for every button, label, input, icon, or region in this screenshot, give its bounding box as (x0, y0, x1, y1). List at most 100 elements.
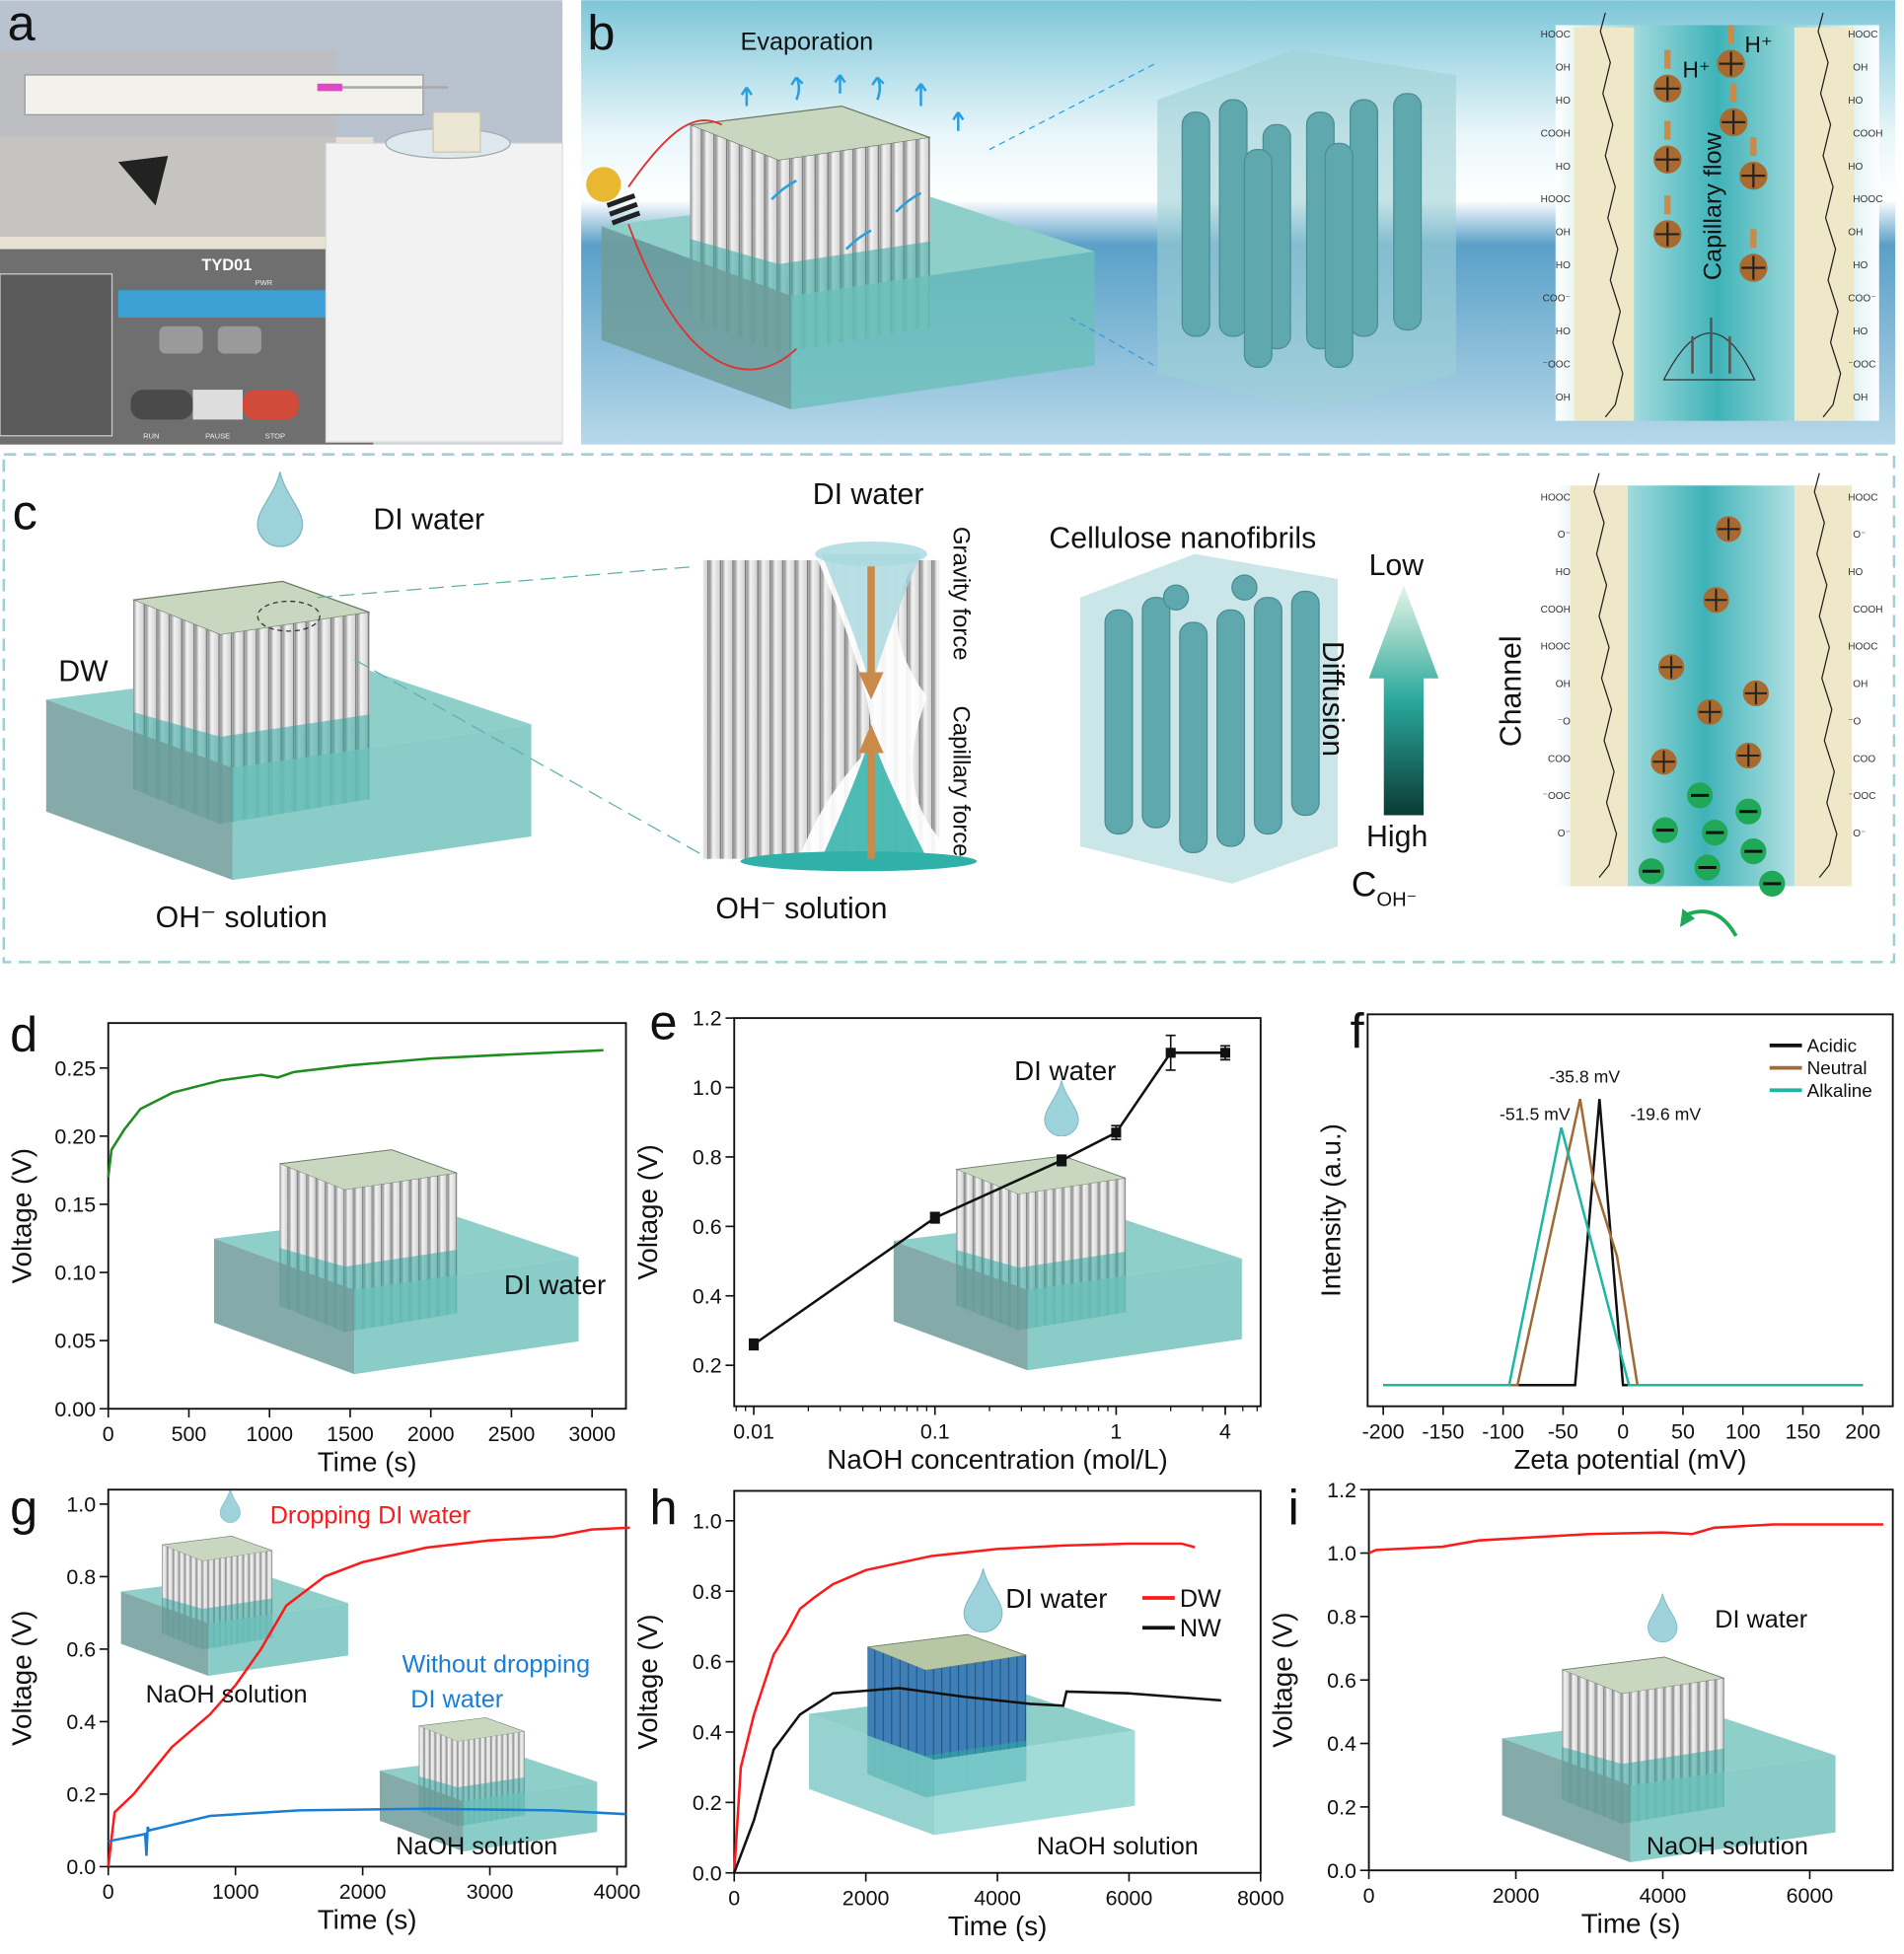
plot-frame (1366, 1013, 1894, 1408)
x-tick-label: 4000 (594, 1880, 641, 1904)
y-tick-label: 0.15 (54, 1194, 96, 1217)
y-axis-label: Intensity (a.u.) (1316, 1123, 1347, 1297)
h-plus-label-2: H⁺ (1745, 32, 1773, 57)
evaporation-arrows (740, 74, 965, 251)
x-tick-label: 1000 (246, 1422, 293, 1446)
panel-label-a: a (8, 0, 37, 51)
y-axis-label: Voltage (V) (7, 1148, 37, 1283)
series-line-voltage (753, 1051, 1226, 1346)
chart-annotation: -19.6 mV (1630, 1105, 1701, 1124)
functional-group-label: COOH (1541, 128, 1571, 139)
c-oh-symbol: C (1352, 866, 1377, 905)
y-tick-label: 0.6 (1327, 1669, 1356, 1693)
x-tick-label: 500 (172, 1422, 207, 1446)
data-point (1057, 1155, 1067, 1166)
x-axis-label: Time (s) (318, 1905, 417, 1935)
functional-group-label: HO (1848, 567, 1863, 578)
panel-label-d: d (10, 1006, 37, 1062)
panel-label-f: f (1351, 1002, 1365, 1058)
gravity-force-label: Gravity force (947, 527, 974, 661)
x-tick-label: 0.1 (920, 1419, 950, 1443)
sample-cube (432, 111, 481, 153)
y-tick-label: 0.8 (693, 1146, 722, 1170)
y-tick-label: 0.00 (54, 1398, 96, 1421)
y-tick-label: 0.6 (693, 1650, 722, 1674)
x-tick-label: 2000 (842, 1887, 890, 1911)
data-point (929, 1212, 940, 1223)
nanofibril-cube-c (1079, 553, 1339, 884)
inset-device-d (213, 1149, 579, 1375)
y-tick-label: 0.8 (66, 1565, 96, 1589)
water-drop-icon-g (219, 1488, 241, 1523)
stop-label: STOP (265, 431, 285, 440)
y-tick-label: 0.0 (1327, 1859, 1356, 1883)
chart-annotation: NaOH solution (146, 1681, 308, 1708)
functional-group-label: HO (1556, 326, 1571, 337)
x-axis-label: Zeta potential (mV) (1513, 1444, 1746, 1475)
x-tick-label: 3000 (467, 1880, 514, 1904)
y-tick-label: 1.2 (1327, 1479, 1356, 1502)
x-tick-label: 4000 (974, 1887, 1021, 1911)
pause-label: PAUSE (205, 431, 230, 440)
diffusion-gradient-arrow (1368, 585, 1439, 816)
y-tick-label: 0.4 (693, 1284, 722, 1308)
y-axis-label: Voltage (V) (632, 1614, 663, 1749)
pause-button (192, 390, 243, 420)
functional-group-label: COO⁻ (1848, 294, 1875, 305)
functional-group-label: ⁻O (1848, 716, 1861, 727)
x-tick-label: -50 (1548, 1419, 1578, 1443)
chart-annotation: NaOH solution (1037, 1833, 1199, 1860)
foam-block (325, 142, 563, 443)
functional-group-label: HOOC (1848, 492, 1877, 503)
x-axis-label: Time (s) (948, 1911, 1048, 1941)
panel-label-g: g (10, 1480, 37, 1536)
functional-group-label: COO (1548, 754, 1571, 764)
functional-group-label: HOOC (1853, 194, 1882, 205)
y-tick-label: 0.4 (693, 1721, 722, 1745)
panel-c: c DI water DW OH⁻ solution DI water Grav… (2, 453, 1896, 964)
functional-group-label: OH (1848, 228, 1863, 239)
functional-group-label: ⁻OOC (1848, 359, 1875, 370)
legend-label: DW (1180, 1585, 1221, 1613)
legend-label: NW (1180, 1615, 1221, 1642)
chart-annotation: DI water (1005, 1583, 1107, 1614)
panel-a-photo: TYD01 PWR RUN PAUSE STOP a (0, 0, 563, 445)
legend-label: Acidic (1807, 1037, 1857, 1057)
functional-group-label: OH (1556, 680, 1571, 690)
functional-group-label: COO⁻ (1543, 294, 1571, 305)
functional-group-label: O⁻ (1853, 829, 1866, 839)
x-axis-label: Time (s) (318, 1446, 417, 1477)
x-tick-label: -100 (1482, 1419, 1524, 1443)
di-water-label-mid: DI water (813, 478, 924, 511)
nanofibril-cube (1157, 49, 1456, 411)
stop-button (242, 390, 299, 420)
functional-group-label: ⁻OOC (1543, 791, 1571, 802)
panel-label-h: h (649, 1480, 677, 1536)
y-axis-label: Voltage (V) (1267, 1613, 1297, 1748)
x-tick-label: 1500 (327, 1422, 374, 1446)
y-tick-label: 0.25 (54, 1056, 96, 1080)
y-tick-label: 0.4 (66, 1710, 96, 1734)
oh-solution-label-mid: OH⁻ solution (715, 893, 887, 925)
y-tick-label: 0.6 (66, 1637, 96, 1661)
x-tick-label: 0.01 (733, 1419, 774, 1443)
y-tick-label: 1.0 (1327, 1542, 1356, 1565)
inset-device-i (1501, 1656, 1836, 1863)
data-point (1111, 1127, 1122, 1138)
functional-group-label: HO (1556, 260, 1571, 271)
functional-group-label: COOH (1853, 128, 1882, 139)
evaporation-label: Evaporation (741, 29, 874, 56)
y-tick-label: 1.0 (693, 1076, 722, 1100)
x-tick-label: 2000 (1493, 1884, 1540, 1908)
x-axis-label: Time (s) (1581, 1908, 1681, 1938)
panel-label-b: b (587, 5, 615, 61)
functional-group-label: O⁻ (1558, 829, 1571, 839)
legend-label: Neutral (1807, 1058, 1867, 1079)
high-label: High (1366, 821, 1428, 853)
